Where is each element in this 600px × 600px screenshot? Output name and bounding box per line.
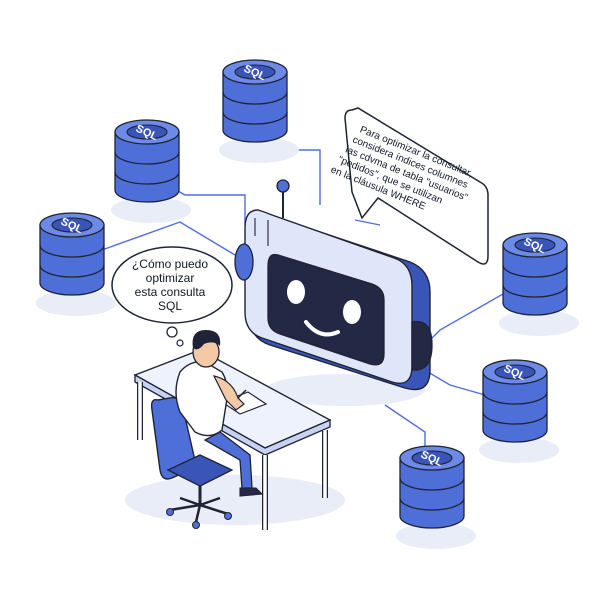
robot-smile [304,320,340,337]
paper-sheet [220,391,268,415]
thought-line-3: esta consulta [135,285,206,299]
connector-right-top [424,289,511,346]
person-at-desk [175,330,264,497]
speech-bubble: Para optimizar la consultar, considera í… [329,107,489,265]
person-hair [192,330,221,350]
connector-left [101,221,236,256]
database-right-top: SQL [499,232,579,336]
robot-antenna-tip [276,179,290,193]
robot-right-ear [411,320,433,371]
robot-right-eye [343,300,361,324]
robot-left-eye [287,280,305,304]
database-upper-left: SQL [111,119,191,223]
person-arm [212,375,245,411]
database-bottom: SQL [396,445,476,549]
thought-bubble: ¿Cómo puedo optimizar esta consulta SQL [111,246,233,347]
connector-right-middle [427,371,486,396]
robot [234,179,433,406]
thought-line-2: optimizar [146,271,195,285]
robot-left-ear [234,243,254,281]
thought-line-1: ¿Cómo puedo [132,257,208,271]
thought-line-4: SQL [158,299,182,313]
connector-bottom [384,404,426,448]
connector-speech [354,219,381,226]
database-top: SQL [219,59,299,163]
database-left: SQL [36,212,116,316]
chair-seat [166,454,234,487]
database-right-middle: SQL [479,359,559,463]
pen [237,389,247,399]
